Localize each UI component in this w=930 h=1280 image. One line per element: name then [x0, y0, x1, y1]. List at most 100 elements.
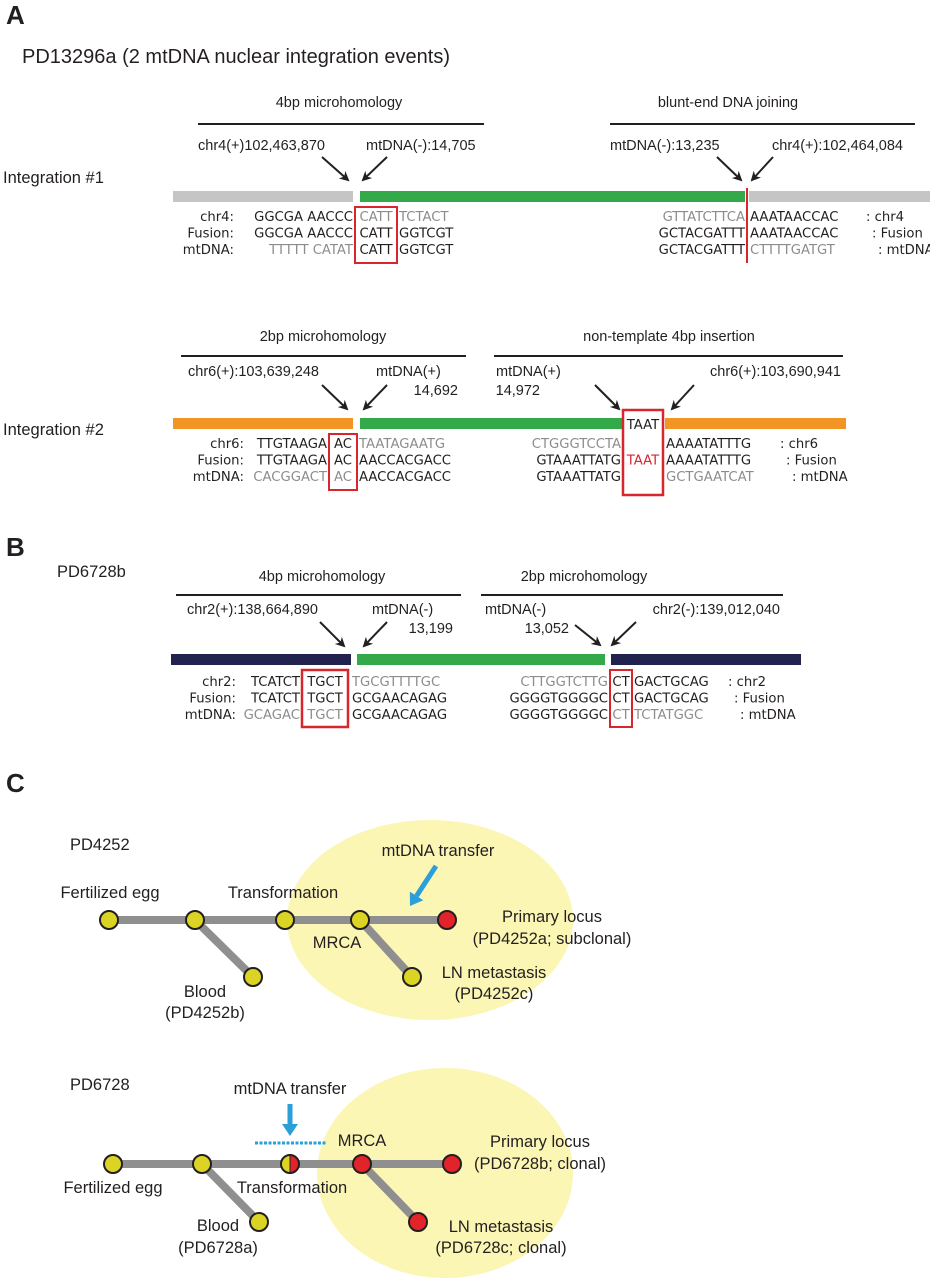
sequence-junction: AC	[334, 470, 352, 485]
sequence-row-name: chr4:	[200, 210, 234, 225]
sequence-flank-right: AACCACGACC	[359, 470, 451, 485]
sequence-junction: TGCT	[306, 692, 343, 707]
sequence-row-name: : chr4	[866, 210, 904, 225]
node-sublabel-ln: (PD4252c)	[455, 985, 534, 1003]
mtdna-segment-bar	[360, 418, 622, 429]
node-sublabel-blood: (PD6728a)	[178, 1239, 258, 1257]
sequence-row-name: mtDNA:	[185, 708, 236, 723]
node-label-mrca: MRCA	[338, 1132, 387, 1150]
sequence-flank-right: TGCGTTTTGC	[351, 675, 440, 690]
sequence-flank-left: CTGGGTCCTA	[532, 437, 621, 452]
sequence-junction: CATT	[359, 210, 393, 225]
sequence-junction: TGCT	[306, 675, 343, 690]
node-sublabel-blood: (PD4252b)	[165, 1004, 245, 1022]
breakpoint-arrow-icon	[361, 156, 388, 182]
sequence-flank-right: AAAATATTTG	[666, 437, 751, 452]
tree-node-n2	[192, 1154, 212, 1174]
insertion-box	[621, 408, 665, 497]
sequence-junction: CT	[612, 675, 630, 690]
sequence-flank-left: GTAAATTATG	[536, 470, 621, 485]
sequence-row-name: mtDNA:	[193, 470, 244, 485]
i2-right-header: non-template 4bp insertion	[583, 329, 755, 345]
sequence-row-name: chr2:	[202, 675, 236, 690]
b-coord-mtdna-left-2: 13,199	[409, 621, 453, 637]
sequence-flank-right: TCTACT	[398, 210, 450, 225]
sequence-flank-left: TTTTT CATAT	[268, 243, 354, 258]
sequence-junction: CT	[612, 708, 630, 723]
sequence-junction: CATT	[359, 227, 393, 242]
microhomology-box	[328, 433, 358, 491]
i2-left-header: 2bp microhomology	[260, 329, 387, 345]
sequence-flank-right: TAATAGAATG	[358, 437, 445, 452]
integration-2-label: Integration #2	[3, 421, 104, 439]
tree-node-primary	[437, 910, 457, 930]
sequence-flank-right: GCGAACAGAG	[352, 692, 447, 707]
i2-coord-chr6-left: chr6(+):103,639,248	[188, 364, 319, 380]
panel-b-title: PD6728b	[57, 563, 126, 581]
chr6-segment-bar	[665, 418, 846, 429]
node-sublabel-primary: (PD4252a; subclonal)	[473, 930, 632, 948]
breakpoint-arrow-icon	[574, 624, 602, 647]
sequence-flank-right: GGTCGT	[399, 227, 454, 242]
sequence-junction: AC	[334, 454, 352, 469]
i1-coord-mtdna-right: mtDNA(-):13,235	[610, 138, 720, 154]
sequence-row-name: : chr6	[780, 437, 818, 452]
sequence-flank-right: CTTTTGATGT	[750, 243, 836, 258]
mtdna-segment-bar	[357, 654, 605, 665]
sequence-row-name: Fusion:	[189, 692, 236, 707]
sequence-junction: TGCT	[306, 708, 343, 723]
sequence-flank-left: GCAGAC	[244, 708, 300, 723]
breakpoint-arrow-icon	[610, 621, 637, 647]
integration-1-label: Integration #1	[3, 169, 104, 187]
tree-edge	[357, 917, 415, 980]
sequence-row-name: mtDNA:	[183, 243, 234, 258]
breakpoint-arrow-icon	[319, 621, 346, 648]
tree-node-ln	[402, 967, 422, 987]
sequence-row-name: : Fusion	[872, 227, 923, 242]
i1-coord-chr4-left: chr4(+)102,463,870	[198, 138, 325, 154]
node-sublabel-ln: (PD6728c; clonal)	[435, 1239, 566, 1257]
breakpoint-arrow-icon	[594, 384, 621, 411]
sequence-flank-left: GCTACGATTT	[659, 227, 746, 242]
sequence-row-name: : Fusion	[786, 454, 837, 469]
tumor-clone-region	[317, 1068, 573, 1278]
i2-coord-mtdna-right-1: mtDNA(+)	[496, 364, 561, 380]
node-label-egg: Fertilized egg	[60, 884, 159, 902]
sequence-flank-right: AAATAACCAC	[750, 210, 838, 225]
sequence-row-name: chr6:	[210, 437, 244, 452]
panel-b-letter: B	[6, 532, 25, 562]
sequence-row-name: Fusion:	[187, 227, 234, 242]
microhomology-box	[609, 669, 633, 728]
node-label-egg: Fertilized egg	[63, 1179, 162, 1197]
i2-coord-mtdna-right-2: 14,972	[496, 383, 540, 399]
sequence-flank-left: TTGTAAGA	[256, 454, 327, 469]
chr4-segment-bar	[173, 191, 353, 202]
tree-node-mrca	[350, 910, 370, 930]
breakpoint-arrow-icon	[321, 384, 349, 411]
mtdna-transfer-label: mtDNA transfer	[234, 1080, 347, 1098]
node-sublabel-primary: (PD6728b; clonal)	[474, 1155, 606, 1173]
sequence-flank-left: GGGGTGGGGC	[509, 708, 608, 723]
mtdna-transfer-arrowhead-icon	[282, 1124, 298, 1136]
sequence-flank-right: GCTGAATCAT	[666, 470, 755, 485]
sequence-row-name: : mtDNA	[878, 243, 930, 258]
b-coord-chr2-right: chr2(-):139,012,040	[653, 602, 780, 618]
sequence-flank-left: CTTGGTCTTG	[520, 675, 608, 690]
breakpoint-arrow-icon	[670, 384, 695, 411]
sequence-junction: CT	[612, 692, 630, 707]
breakpoint-arrow-icon	[362, 621, 388, 648]
tree-node-ln	[408, 1212, 428, 1232]
mtdna-segment-bar	[360, 191, 745, 202]
b-right-header: 2bp microhomology	[521, 569, 648, 585]
sequence-flank-right: GGTCGT	[399, 243, 454, 258]
panel-c-letter: C	[6, 768, 25, 798]
sequence-flank-left: GCTACGATTT	[659, 243, 746, 258]
mtdna-transfer-arrowhead-icon	[409, 891, 424, 906]
node-label-primary: Primary locus	[490, 1133, 590, 1151]
sequence-row-name: : Fusion	[734, 692, 785, 707]
tree-edge	[359, 1161, 421, 1225]
